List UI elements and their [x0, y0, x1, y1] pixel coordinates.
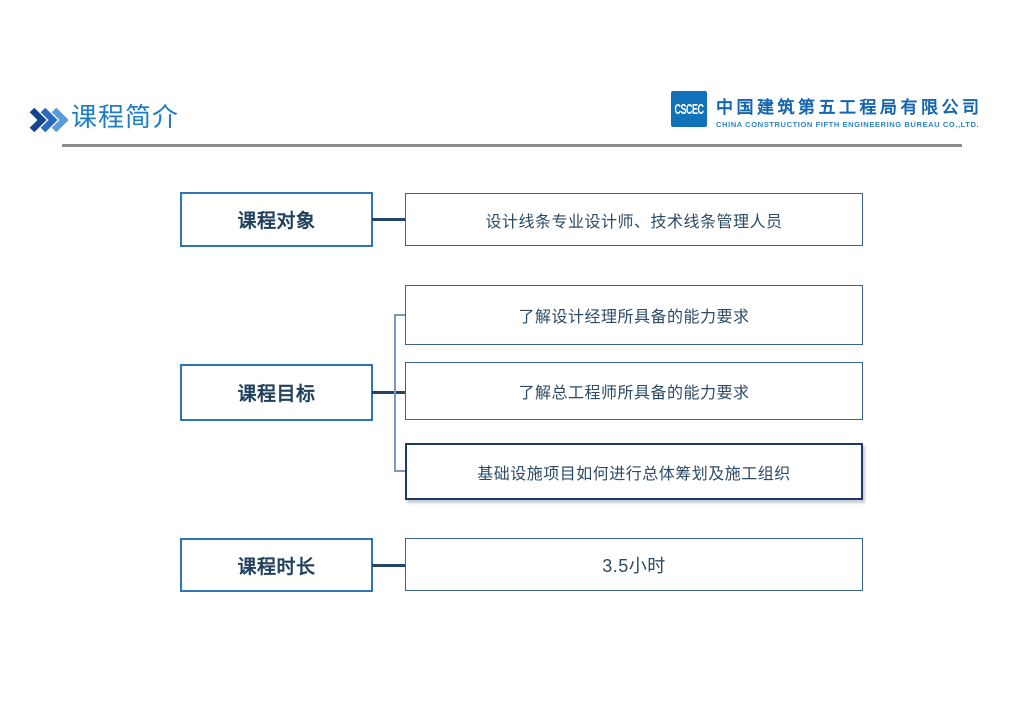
value-box-course-audience: 设计线条专业设计师、技术线条管理人员 — [405, 193, 863, 246]
label-box-course-objectives: 课程目标 — [180, 364, 373, 421]
objectives-bracket-stub-bottom — [394, 470, 406, 472]
connector-row2 — [372, 391, 406, 394]
objectives-bracket-line — [394, 314, 396, 472]
cscec-logo-monogram: CSCEC — [674, 101, 704, 117]
header-divider — [62, 144, 962, 147]
label-box-course-audience: 课程对象 — [180, 192, 373, 247]
page-title: 课程简介 — [71, 102, 180, 132]
objective-box-1: 了解设计经理所具备的能力要求 — [405, 285, 863, 345]
triple-chevron-icon — [29, 107, 68, 133]
connector-row3 — [372, 564, 406, 567]
company-logo: CSCEC 中国建筑第五工程局有限公司 CHINA CONSTRUCTION F… — [671, 91, 983, 129]
cscec-logo-icon: CSCEC — [671, 91, 707, 127]
objective-box-3: 基础设施项目如何进行总体筹划及施工组织 — [405, 443, 863, 500]
company-name-cn: 中国建筑第五工程局有限公司 — [716, 98, 983, 117]
objective-box-2: 了解总工程师所具备的能力要求 — [405, 362, 863, 420]
company-logo-text: 中国建筑第五工程局有限公司 CHINA CONSTRUCTION FIFTH E… — [716, 91, 983, 129]
label-box-course-duration: 课程时长 — [180, 538, 373, 592]
company-name-en: CHINA CONSTRUCTION FIFTH ENGINEERING BUR… — [716, 120, 980, 129]
value-box-course-duration: 3.5小时 — [405, 538, 863, 591]
objectives-bracket-stub-top — [394, 314, 406, 316]
connector-row1 — [372, 218, 406, 221]
